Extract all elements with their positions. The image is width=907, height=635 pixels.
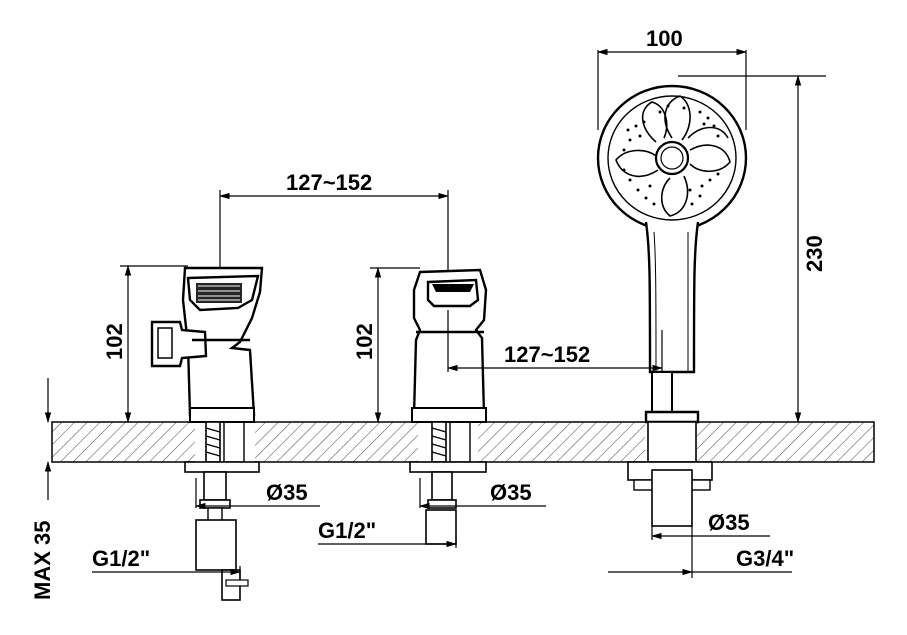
middle-mixer (409, 268, 488, 545)
deck (51, 421, 875, 463)
dim-head-diameter: 100 (646, 26, 683, 51)
dim-deck-max: MAX 35 (30, 521, 55, 600)
dim-spacing-lower: 127~152 (504, 342, 590, 367)
dim-hole-middle: Ø35 (490, 480, 532, 505)
spray-petals (615, 95, 731, 217)
hand-shower (596, 84, 748, 527)
dim-thread-right: G3/4" (736, 546, 794, 571)
dim-hole-right: Ø35 (708, 510, 750, 535)
dim-thread-middle: G1/2" (318, 518, 376, 543)
dimension-lines (44, 48, 826, 578)
dim-shower-height: 230 (802, 235, 827, 272)
dim-left-height: 102 (102, 323, 127, 360)
dim-hole-left: Ø35 (266, 480, 308, 505)
dim-thread-left: G1/2" (92, 546, 150, 571)
dim-middle-height: 102 (352, 323, 377, 360)
dim-spacing-upper: 127~152 (286, 170, 372, 195)
left-mixer (150, 266, 264, 601)
spray-nozzles (622, 104, 720, 206)
